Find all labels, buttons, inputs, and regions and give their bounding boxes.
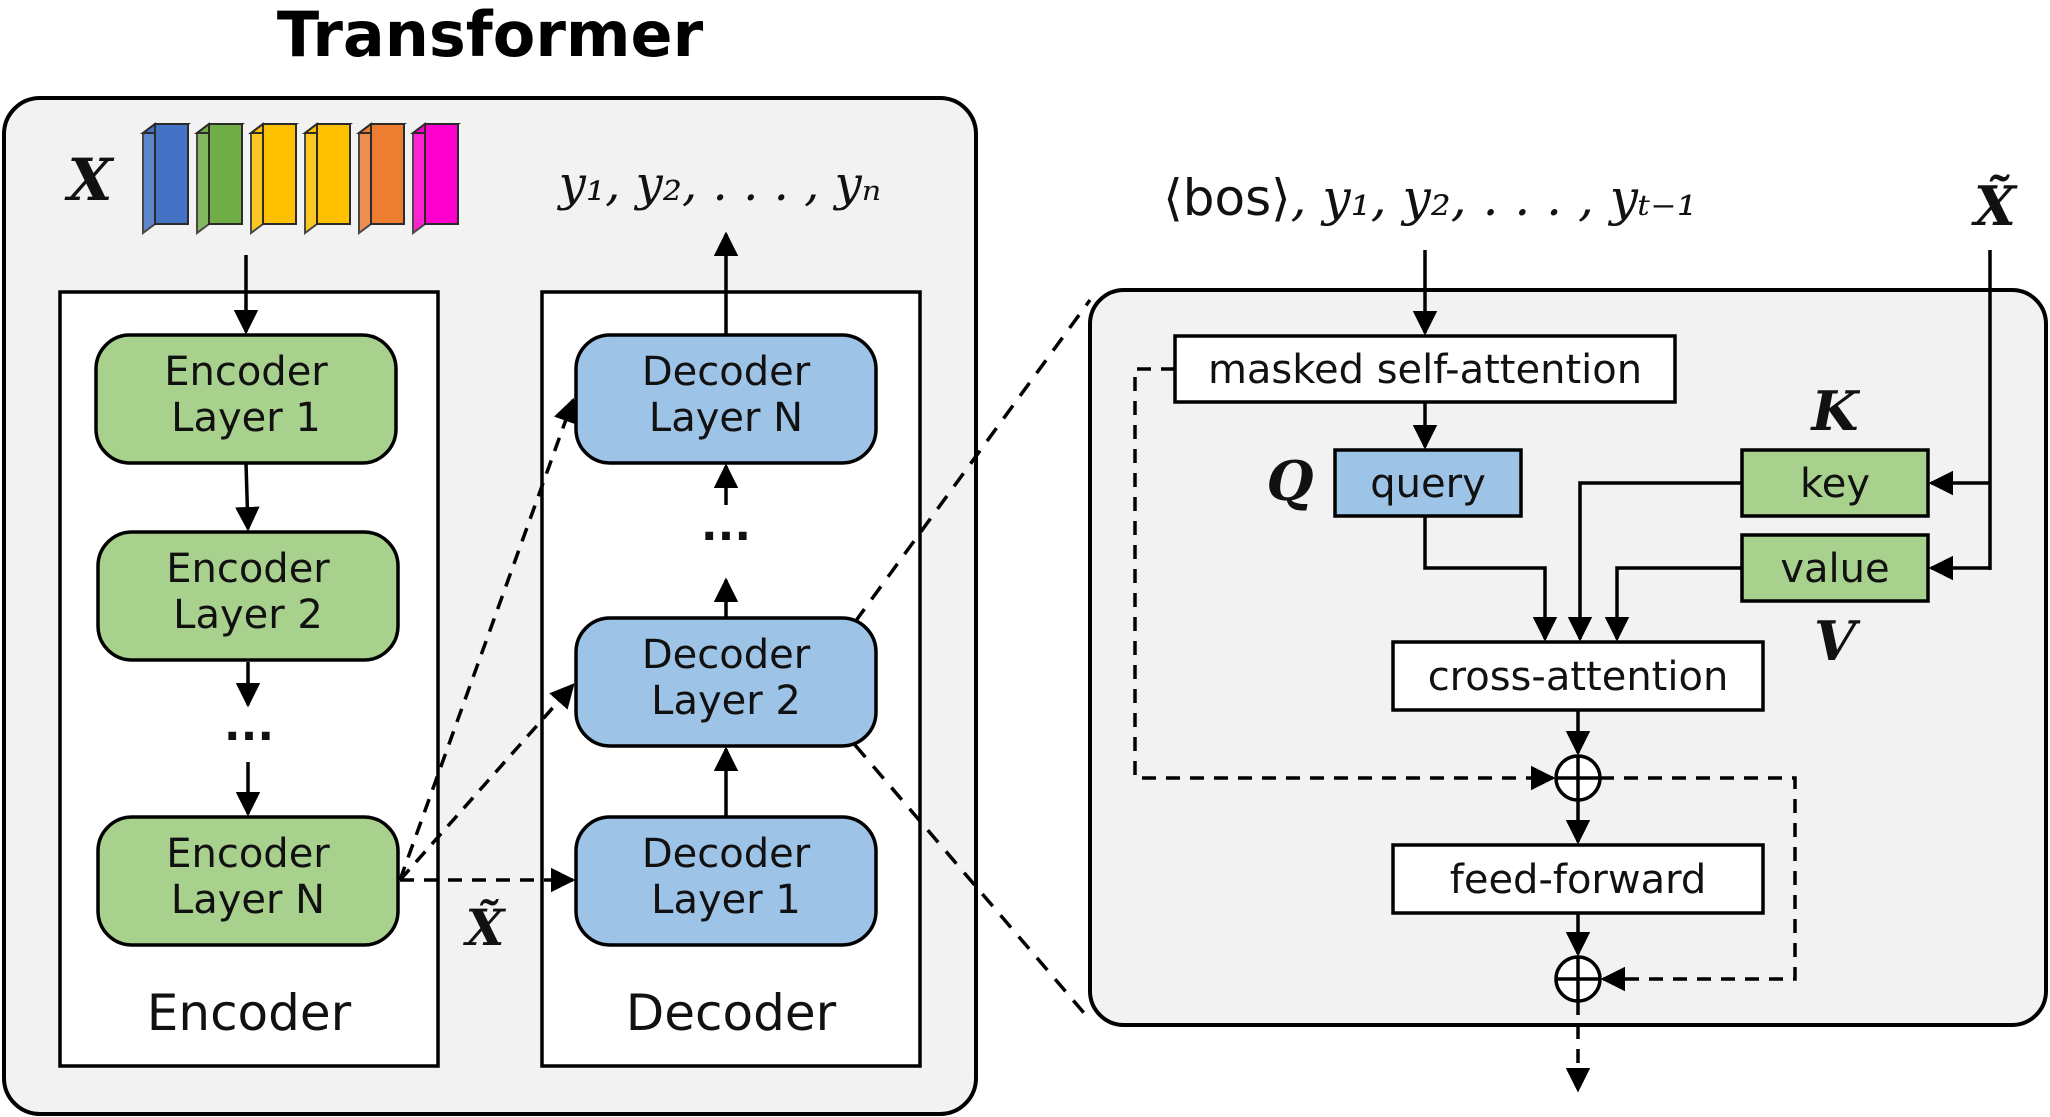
detail-residual-arrows	[1133, 367, 1797, 1093]
input-symbol: X	[63, 146, 114, 214]
encoder-output-symbol: X̃	[463, 898, 507, 957]
value-block: value	[1740, 533, 1930, 603]
input-token	[356, 122, 407, 235]
q-symbol: Q	[1266, 449, 1313, 513]
memory-symbol: X̃	[1971, 174, 2018, 238]
encoder-to-decoder-arrows	[398, 397, 578, 893]
encoder-ellipsis: ...	[224, 700, 274, 751]
input-token-stack	[140, 122, 461, 235]
input-token	[140, 122, 191, 235]
encoder-label: Encoder	[147, 984, 352, 1042]
k-symbol: K	[1810, 379, 1861, 443]
input-token	[302, 122, 353, 235]
query-label: query	[1370, 461, 1485, 507]
input-token	[248, 122, 299, 235]
decoder-ellipsis: ...	[701, 500, 751, 551]
residual-add-1	[1554, 754, 1602, 802]
detail-input-sequence: ⟨bos⟩, y₁, y₂, . . . , yₜ₋₁	[1163, 169, 1697, 227]
encoder-flow-arrows	[233, 255, 261, 817]
cross-attention-block: cross-attention	[1391, 640, 1765, 712]
feed-forward-block: feed-forward	[1391, 843, 1765, 915]
feed-forward-label: feed-forward	[1450, 857, 1706, 903]
detail-flow-arrows	[1412, 250, 1992, 957]
bos-token: ⟨bos⟩	[1163, 169, 1290, 227]
decoder-label: Decoder	[626, 984, 837, 1042]
value-label: value	[1780, 546, 1889, 592]
diagram-title: Transformer	[277, 0, 704, 71]
v-symbol: V	[1814, 609, 1861, 673]
zoom-connector-lines	[853, 298, 1092, 1022]
key-block: key	[1740, 448, 1930, 518]
query-block: query	[1333, 448, 1523, 518]
cross-attention-label: cross-attention	[1428, 654, 1729, 700]
key-label: key	[1800, 461, 1870, 507]
residual-add-2	[1554, 955, 1602, 1003]
masked-self-attention-block: masked self-attention	[1173, 334, 1677, 404]
detail-sequence-tail: , y₁, y₂, . . . , yₜ₋₁	[1291, 169, 1697, 227]
input-token	[194, 122, 245, 235]
masked-self-attention-label: masked self-attention	[1208, 347, 1642, 393]
output-sequence: y₁, y₂, . . . , yₙ	[557, 156, 881, 212]
input-token	[410, 122, 461, 235]
